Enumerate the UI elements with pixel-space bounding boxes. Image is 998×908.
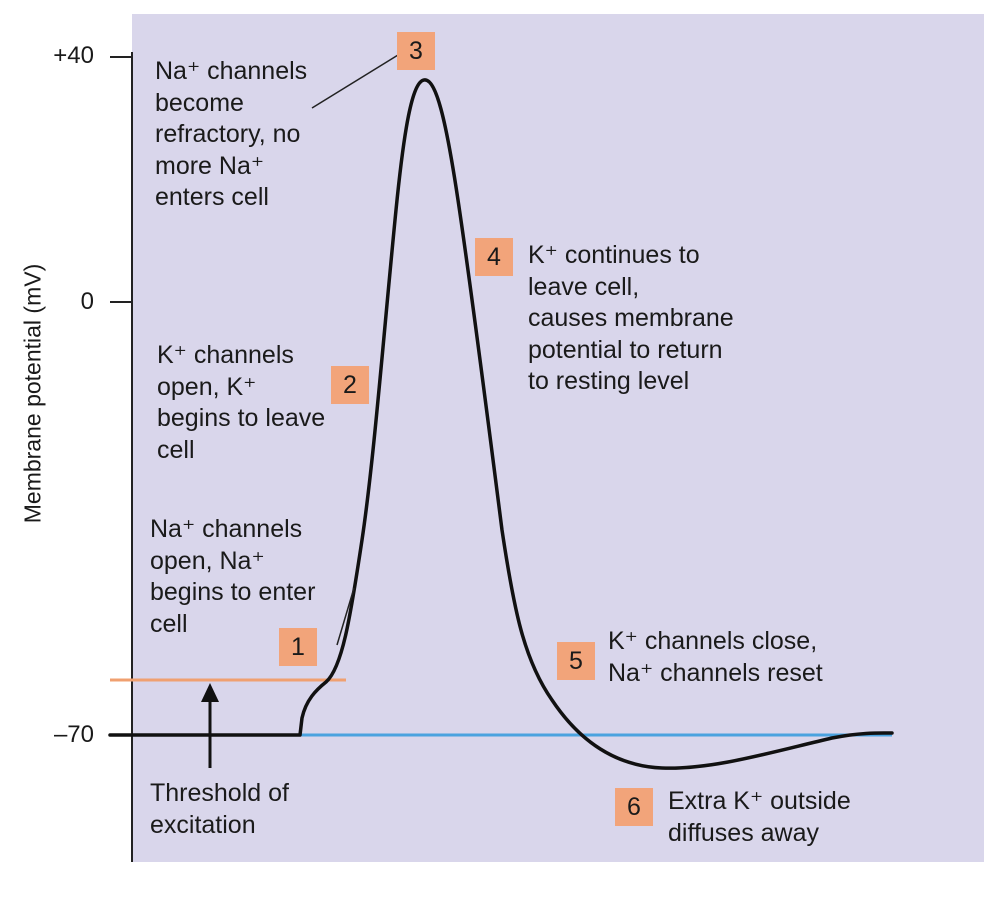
step-5-text: K⁺ channels close, Na⁺ channels reset — [608, 627, 823, 687]
step-1-leader-line — [336, 587, 355, 646]
step-6-badge: 6 — [615, 788, 653, 826]
threshold-label: Threshold of excitation — [150, 779, 289, 839]
y-tick-label-zero: 0 — [80, 288, 94, 315]
step-3-leader-line — [311, 54, 399, 109]
step-4-badge: 4 — [475, 238, 513, 276]
step-1-text: Na⁺ channels open, Na⁺ begins to enter c… — [150, 515, 316, 638]
y-tick-label-minus70: –70 — [53, 721, 94, 748]
threshold-arrow-head — [201, 683, 219, 702]
y-tick-label-plus40: +40 — [53, 42, 94, 69]
step-2-badge: 2 — [331, 366, 369, 404]
action-potential-trace — [108, 78, 894, 770]
step-3-badge: 3 — [397, 32, 435, 70]
step-3-text: Na⁺ channels become refractory, no more … — [155, 57, 308, 211]
step-5-badge: 5 — [557, 642, 595, 680]
step-2-text: K⁺ channels open, K⁺ begins to leave cel… — [157, 341, 326, 464]
step-4-text: K⁺ continues to leave cell, causes membr… — [528, 241, 734, 395]
plot-background — [132, 14, 984, 862]
step-6-text: Extra K⁺ outside diffuses away — [668, 787, 851, 847]
step-1-badge: 1 — [279, 628, 317, 666]
